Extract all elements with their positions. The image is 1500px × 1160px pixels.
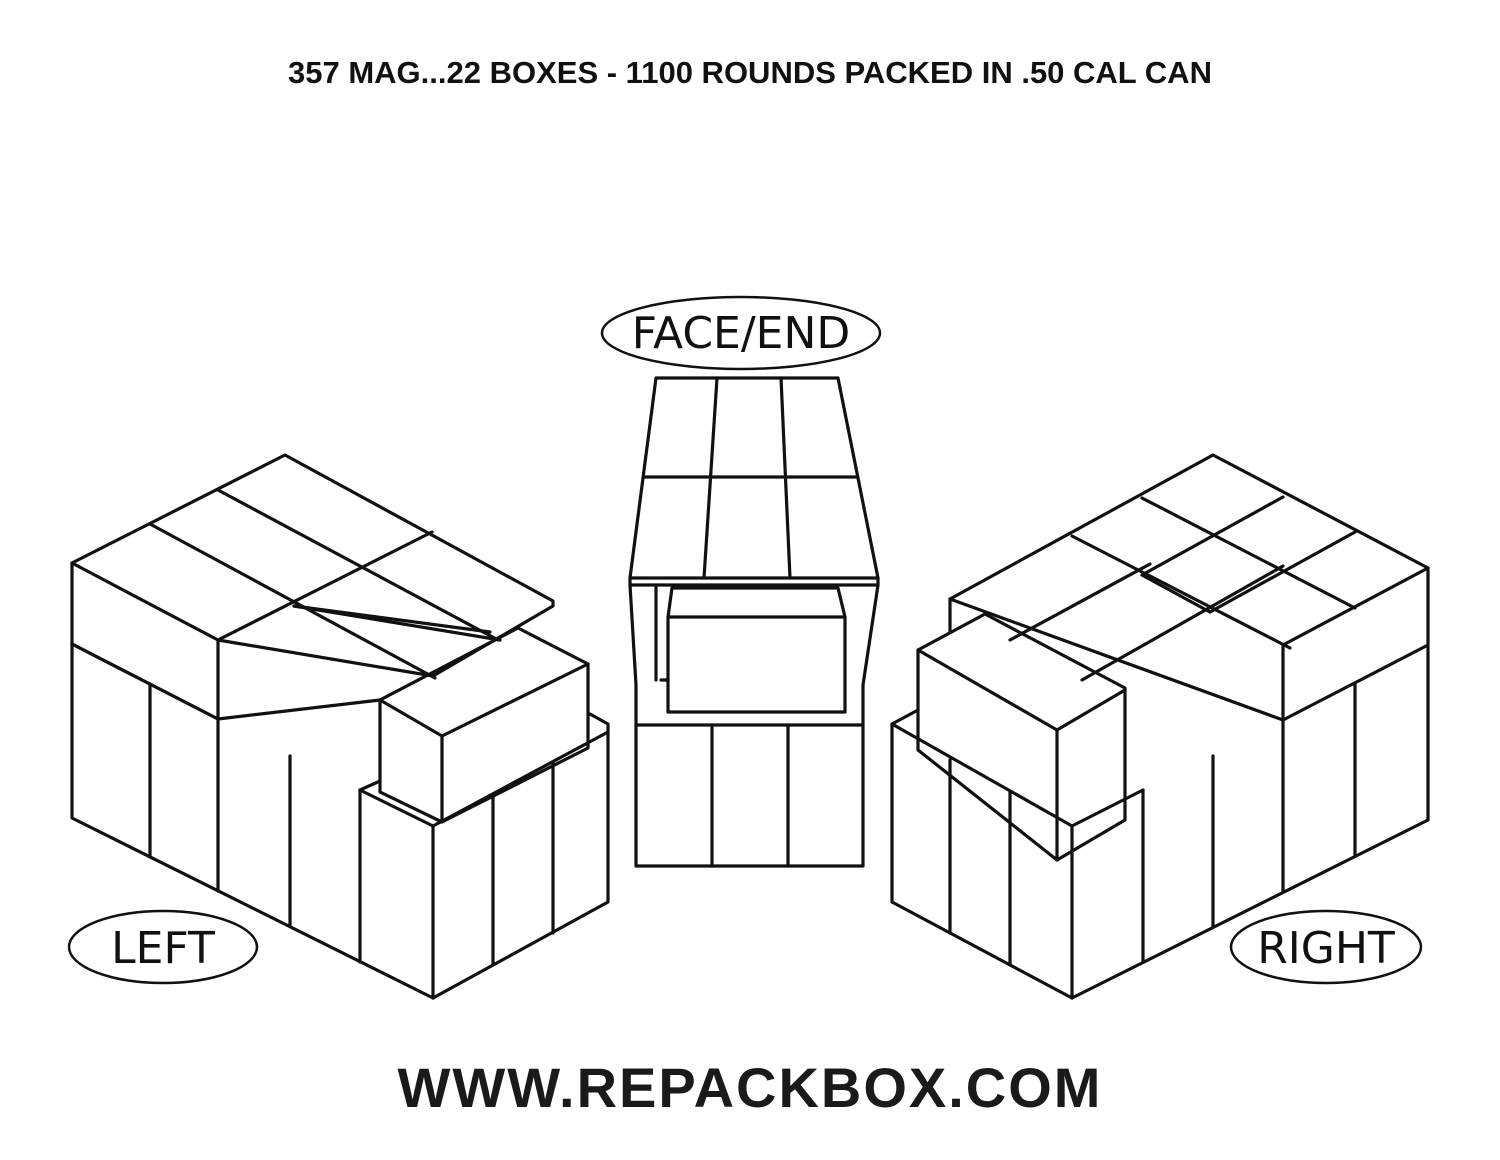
right-label: RIGHT — [1229, 909, 1423, 985]
face-end-label-text: FACE/END — [632, 308, 851, 359]
website-url: WWW.REPACKBOX.COM — [397, 1056, 1103, 1119]
left-label-text: LEFT — [111, 923, 215, 974]
face-end-label: FACE/END — [600, 295, 882, 371]
left-label: LEFT — [67, 909, 259, 985]
left-view-box-stack — [70, 453, 610, 1000]
diagram-title: 357 MAG...22 BOXES - 1100 ROUNDS PACKED … — [288, 55, 1212, 90]
face-end-view-box-stack — [628, 376, 880, 868]
right-label-text: RIGHT — [1257, 923, 1395, 974]
right-view-box-stack — [890, 453, 1430, 1000]
